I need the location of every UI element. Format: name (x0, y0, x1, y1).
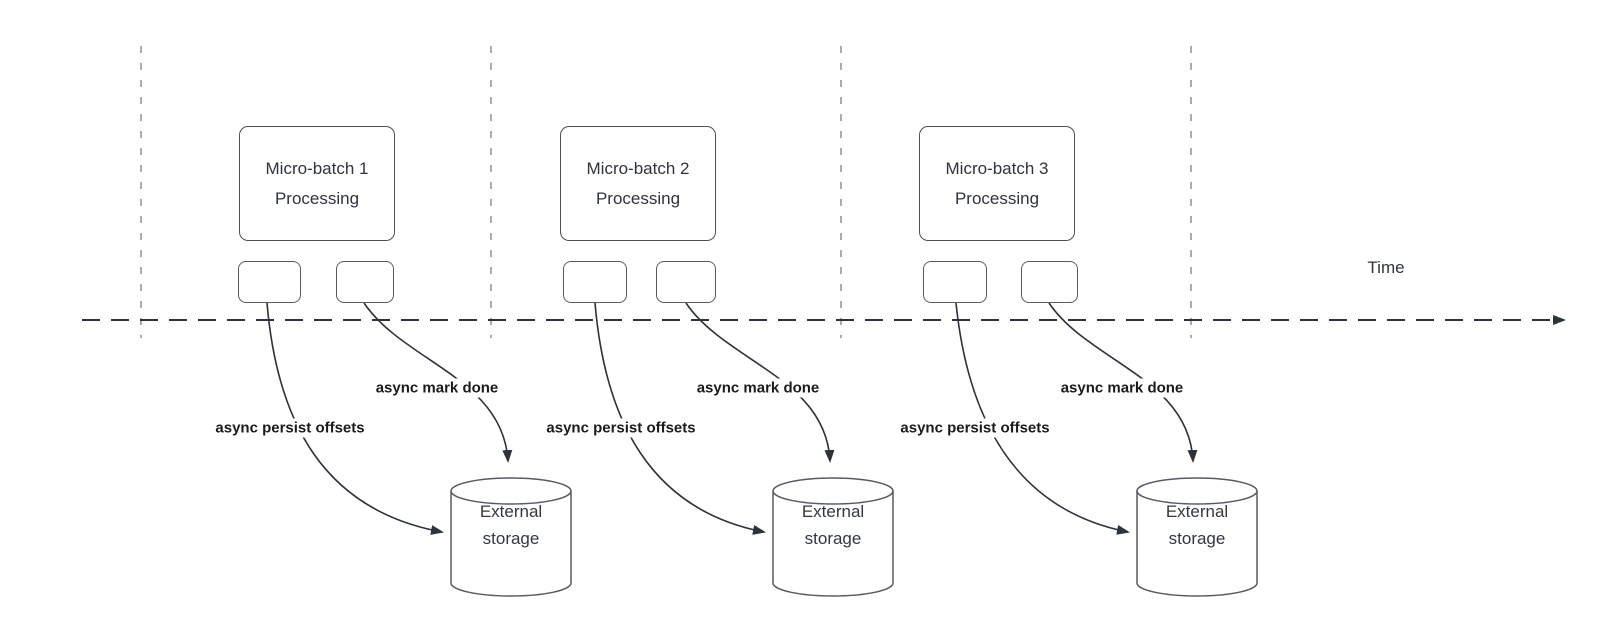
micro-batch-3-subtitle: Processing (954, 188, 1040, 208)
external-storage-cylinder-3 (1136, 477, 1258, 597)
persist-offsets-arrow-3 (955, 302, 1130, 535)
micro-batch-2-subtitle: Processing (595, 188, 681, 208)
storage-label-line2: storage (482, 529, 540, 548)
micro-batch-2-processing-box: Micro-batch 2 Processing (560, 126, 716, 241)
batch-boundary-guide-lines (140, 46, 1192, 338)
batch-1-mark-done-label: async mark done (372, 378, 502, 398)
storage-label-line1: External (801, 502, 865, 521)
batch-2-offset-task-box (563, 261, 627, 303)
external-storage-cylinder-1 (450, 477, 572, 597)
micro-batch-1-processing-box: Micro-batch 1 Processing (239, 126, 395, 241)
batch-1-offset-task-box (238, 261, 301, 303)
mark-done-arrow-2 (685, 302, 835, 463)
batch-2-done-task-box (656, 261, 716, 303)
micro-batch-2-title: Micro-batch 2 (586, 158, 690, 178)
batch-3-offset-task-box (923, 261, 987, 303)
storage-label-line1: External (479, 502, 543, 521)
micro-batch-1-subtitle: Processing (274, 188, 360, 208)
time-axis-label: Time (1367, 258, 1405, 277)
persist-offsets-arrow-2 (594, 302, 766, 535)
micro-batch-1-title: Micro-batch 1 (265, 158, 369, 178)
batch-1-external-storage-label: External storage (451, 497, 571, 553)
storage-label-line2: storage (1168, 529, 1226, 548)
external-storage-cylinder-2 (772, 477, 894, 597)
batch-3-done-task-box (1021, 261, 1078, 303)
batch-2-persist-offsets-label: async persist offsets (543, 418, 699, 438)
micro-batch-3-processing-box: Micro-batch 3 Processing (919, 126, 1075, 241)
mark-done-arrow-3 (1048, 302, 1198, 463)
mark-done-arrow-1 (363, 302, 513, 463)
external-storage-cylinders (450, 477, 1258, 597)
async-arrows (266, 302, 1198, 535)
persist-offsets-arrow-1 (266, 302, 444, 535)
micro-batch-3-title: Micro-batch 3 (945, 158, 1049, 178)
batch-2-mark-done-label: async mark done (693, 378, 823, 398)
storage-label-line1: External (1165, 502, 1229, 521)
batch-1-done-task-box (336, 261, 394, 303)
batch-1-persist-offsets-label: async persist offsets (212, 418, 368, 438)
storage-label-line2: storage (804, 529, 862, 548)
batch-3-persist-offsets-label: async persist offsets (897, 418, 1053, 438)
batch-3-mark-done-label: async mark done (1057, 378, 1187, 398)
batch-3-external-storage-label: External storage (1137, 497, 1257, 553)
batch-2-external-storage-label: External storage (773, 497, 893, 553)
